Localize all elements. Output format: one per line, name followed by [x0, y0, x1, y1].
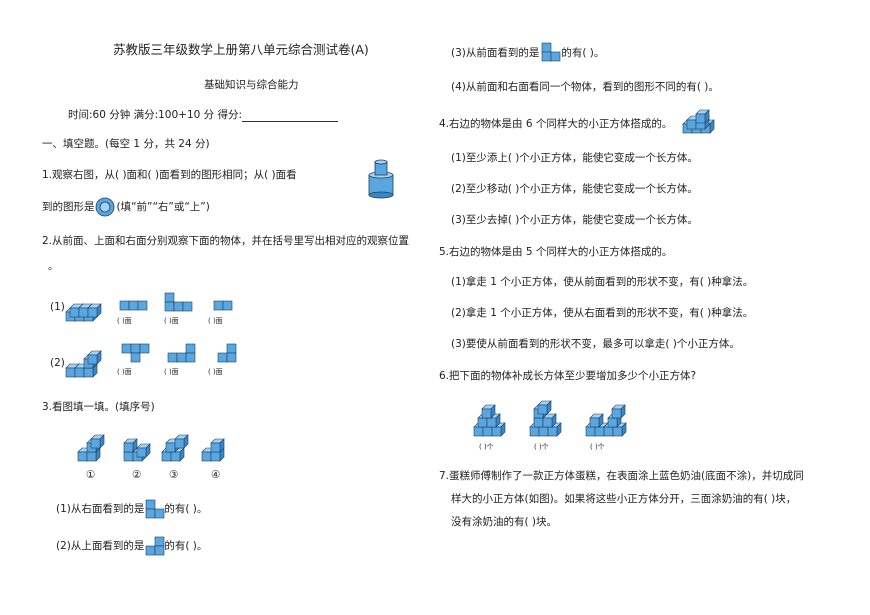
q7-line3: 没有涂奶油的有( )块。	[451, 516, 558, 528]
q4-s2: (2)至少移动( )个小正方体，能使它变成一个长方体。	[451, 183, 698, 195]
q3-s1-pre: (1)从右面看到的是	[56, 503, 145, 515]
q3-s4: (4)从前面和右面看同一个物体，看到的图形不同的有( )。	[451, 81, 719, 93]
ring-icon	[95, 197, 115, 217]
q3-label-1: ①	[86, 469, 96, 481]
q3-s3-post: 的有( )。	[561, 47, 605, 59]
q2-row2-view3	[217, 343, 237, 363]
q3-s2-shape	[145, 536, 165, 556]
section1-heading: 一、填空题。(每空 1 分，共 24 分)	[42, 138, 210, 150]
q6-solid-1	[473, 404, 506, 437]
q2-row2-label: (2)	[50, 357, 65, 369]
q6-blank-2[interactable]: ( )个	[534, 443, 549, 451]
q2-row1-blank3[interactable]: ( )面	[208, 317, 223, 325]
q2-row1-label: (1)	[50, 301, 65, 313]
q3-solid-3	[161, 434, 189, 462]
q3-label-3: ③	[169, 469, 179, 481]
q3-s2-pre: (2)从上面看到的是	[56, 540, 145, 552]
q7-line2: 样大的小正方体(如图)。如果将这些小正方体分开，三面涂奶油的有( )块，	[451, 493, 797, 505]
q2-row1-blank1[interactable]: ( )面	[117, 317, 132, 325]
q3-s1-shape	[145, 499, 165, 519]
q1-line2: 到的图形是 (填“前”“右”或“上”)	[42, 200, 210, 214]
q5-s3: (3)要使从前面看到的形状不变，最多可以拿走( )个小正方体。	[451, 338, 740, 350]
q3-label-2: ②	[132, 469, 142, 481]
cylinder-stack-figure	[368, 159, 394, 199]
q3-s1-post: 的有( )。	[164, 503, 208, 515]
q5-s1: (1)拿走 1 个小正方体，使从前面看到的形状不变，有( )种拿法。	[451, 276, 754, 288]
q4-heading: 4.右边的物体是由 6 个同样大的小正方体搭成的。	[439, 118, 673, 130]
q3-solid-1	[77, 434, 105, 462]
q2-row1-solid	[65, 303, 102, 322]
q2-row2-solid	[65, 350, 102, 378]
q1-line1: 1.观察右图，从( )面和( )面看到的图形相同；从( )面看	[42, 169, 297, 181]
q2-row2-blank3[interactable]: ( )面	[208, 368, 223, 376]
q6-blank-3[interactable]: ( )个	[590, 443, 605, 451]
q2-row2-view1	[121, 343, 150, 363]
q6-solid-3	[585, 404, 627, 437]
q2-line2: 。	[48, 260, 59, 272]
q3-s3: (3)从前面看到的是 的有( )。	[451, 46, 604, 60]
q7-line1: 7.蛋糕师傅制作了一款正方体蛋糕，在表面涂上蓝色奶油(底面不涂)，并切成同	[439, 470, 804, 482]
q2-line1: 2.从前面、上面和右面分别观察下面的物体，并在括号里写出相对应的观察位置	[42, 235, 410, 247]
q4-s3: (3)至少去掉( )个小正方体，能使它变成一个长方体。	[451, 214, 698, 226]
q6-heading: 6.把下面的物体补成长方体至少要增加多少个小正方体?	[439, 370, 697, 382]
page-subtitle: 基础知识与综合能力	[204, 79, 299, 91]
q6-blank-1[interactable]: ( )个	[479, 443, 494, 451]
q2-row2-blank1[interactable]: ( )面	[117, 368, 132, 376]
q5-heading: 5.右边的物体是由 5 个同样大的小正方体搭成的。	[439, 246, 673, 258]
q3-heading: 3.看图填一填。(填序号)	[42, 401, 155, 413]
q3-s2-post: 的有( )。	[164, 540, 208, 552]
q1-line2-post: (填“前”“右”或“上”)	[116, 201, 210, 213]
q5-s2: (2)拿走 1 个小正方体，使从右面看到的形状不变，有( )种拿法。	[451, 307, 754, 319]
q1-line2-pre: 到的图形是	[42, 201, 95, 213]
q3-s3-pre: (3)从前面看到的是	[451, 47, 540, 59]
time-score-line: 时间:60 分钟 满分:100+10 分 得分:	[68, 108, 339, 122]
q3-label-4: ④	[211, 469, 221, 481]
q2-row1-view1	[119, 300, 148, 311]
q3-solid-4	[201, 438, 225, 462]
q3-s2: (2)从上面看到的是 的有( )。	[56, 539, 207, 553]
q2-row1-view2	[164, 292, 193, 312]
q2-row2-blank2[interactable]: ( )面	[164, 368, 179, 376]
q2-row2-view2	[167, 343, 196, 363]
time-score-text: 时间:60 分钟 满分:100+10 分 得分:	[68, 109, 243, 121]
q3-s3-shape	[541, 42, 561, 62]
q3-s1: (1)从右面看到的是 的有( )。	[56, 502, 207, 516]
q2-row1-view3	[213, 300, 233, 311]
score-blank[interactable]	[242, 111, 339, 122]
q6-solid-2	[529, 400, 562, 437]
q3-solid-2	[123, 438, 151, 462]
q4-solid	[682, 109, 715, 134]
q4-s1: (1)至少添上( )个小正方体，能使它变成一个长方体。	[451, 152, 698, 164]
page-title: 苏教版三年级数学上册第八单元综合测试卷(A)	[113, 42, 369, 57]
q2-row1-blank2[interactable]: ( )面	[164, 317, 179, 325]
